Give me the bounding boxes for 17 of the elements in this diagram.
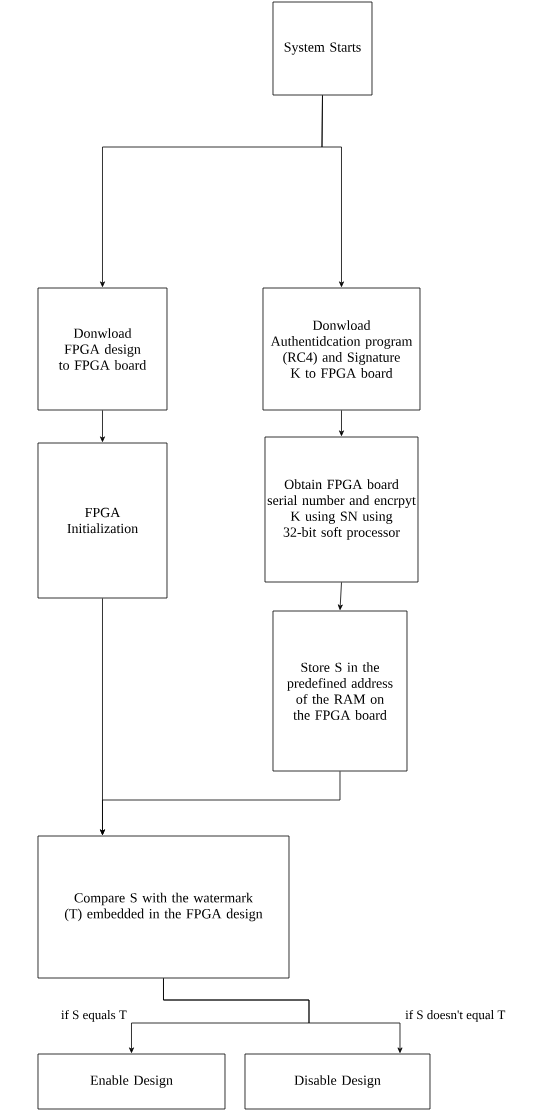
process-box: FPGA Initialization [37,442,168,599]
process-box: Donwload FPGA design to FPGA board [37,287,168,411]
arrow [339,410,344,436]
arrow [163,978,403,1053]
process-box: Disable Design [244,1053,431,1110]
arrow [100,771,341,835]
arrow [100,410,105,442]
arrow [321,95,344,287]
edge-label: if S doesn't equal T [404,1008,507,1023]
arrow [337,582,343,610]
process-box: Store S in the predefined address of the RAM on the FPGA board [272,610,408,772]
process-box: Obtain FPGA board serial number and encrpyt K using SN using 32-bit soft processor [264,436,419,583]
edge-label: if S equals T [60,1008,128,1023]
process-box: Enable Design [37,1053,226,1110]
process-box: System Starts [272,1,373,96]
process-box: Donwload Authentidcation program (RC4) and Signature K to FPGA board [262,287,421,411]
process-box: Compare S with the watermark (T) embedded in the FPGA design [37,835,290,979]
